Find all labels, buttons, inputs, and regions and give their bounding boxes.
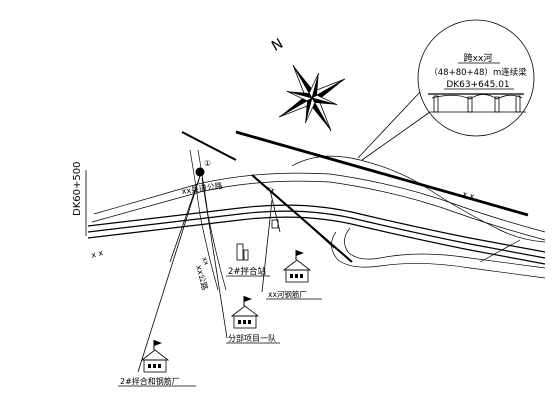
- boundary-line-upper: [235, 130, 529, 217]
- bridge-elevation-sketch: [428, 93, 526, 113]
- circle-marker-label: ①: [204, 159, 211, 168]
- facility-label-steel-yard: xx河钢筋厂: [268, 289, 307, 299]
- upper-right-road-label: x x: [461, 189, 475, 201]
- county-road: [91, 172, 546, 241]
- marker-small: [271, 219, 279, 229]
- bridge-span-label: （48+80+48）m连续梁: [429, 67, 527, 78]
- compass-rose: [278, 64, 346, 132]
- leader-lines: [137, 175, 335, 373]
- river-label: xx: [265, 184, 276, 194]
- county-road-label: xx县道公路: [181, 180, 223, 196]
- short-road-label: xx: [200, 256, 210, 267]
- house-icon-mixing-steel: [140, 340, 170, 373]
- circle-marker: ①: [195, 159, 211, 177]
- house-icon-project-dept: [230, 296, 260, 329]
- house-icon-steel-yard: [282, 250, 312, 283]
- bridge-callout: 跨xx河 （48+80+48）m连续梁 DK63+645.01: [357, 19, 535, 161]
- crossing-road-label: xx公路: [194, 264, 210, 291]
- facility-label-project-dept: 分部项目一队: [228, 333, 276, 343]
- river-course: [291, 155, 546, 279]
- boundary-line-left: [181, 131, 237, 161]
- facility-label-mixing-station: 2#拌合站: [228, 266, 267, 277]
- bridge-title: 跨xx河: [464, 52, 493, 64]
- north-label: N: [269, 36, 286, 55]
- facility-label-mixing-steel: 2#拌合和钢筋厂: [120, 376, 180, 386]
- left-direction-label: x x: [90, 248, 104, 260]
- tank-symbol: [236, 243, 249, 261]
- chainage-label: DK60+500: [72, 162, 83, 216]
- railway-line: [87, 204, 546, 265]
- bridge-station-label: DK63+645.01: [446, 80, 509, 90]
